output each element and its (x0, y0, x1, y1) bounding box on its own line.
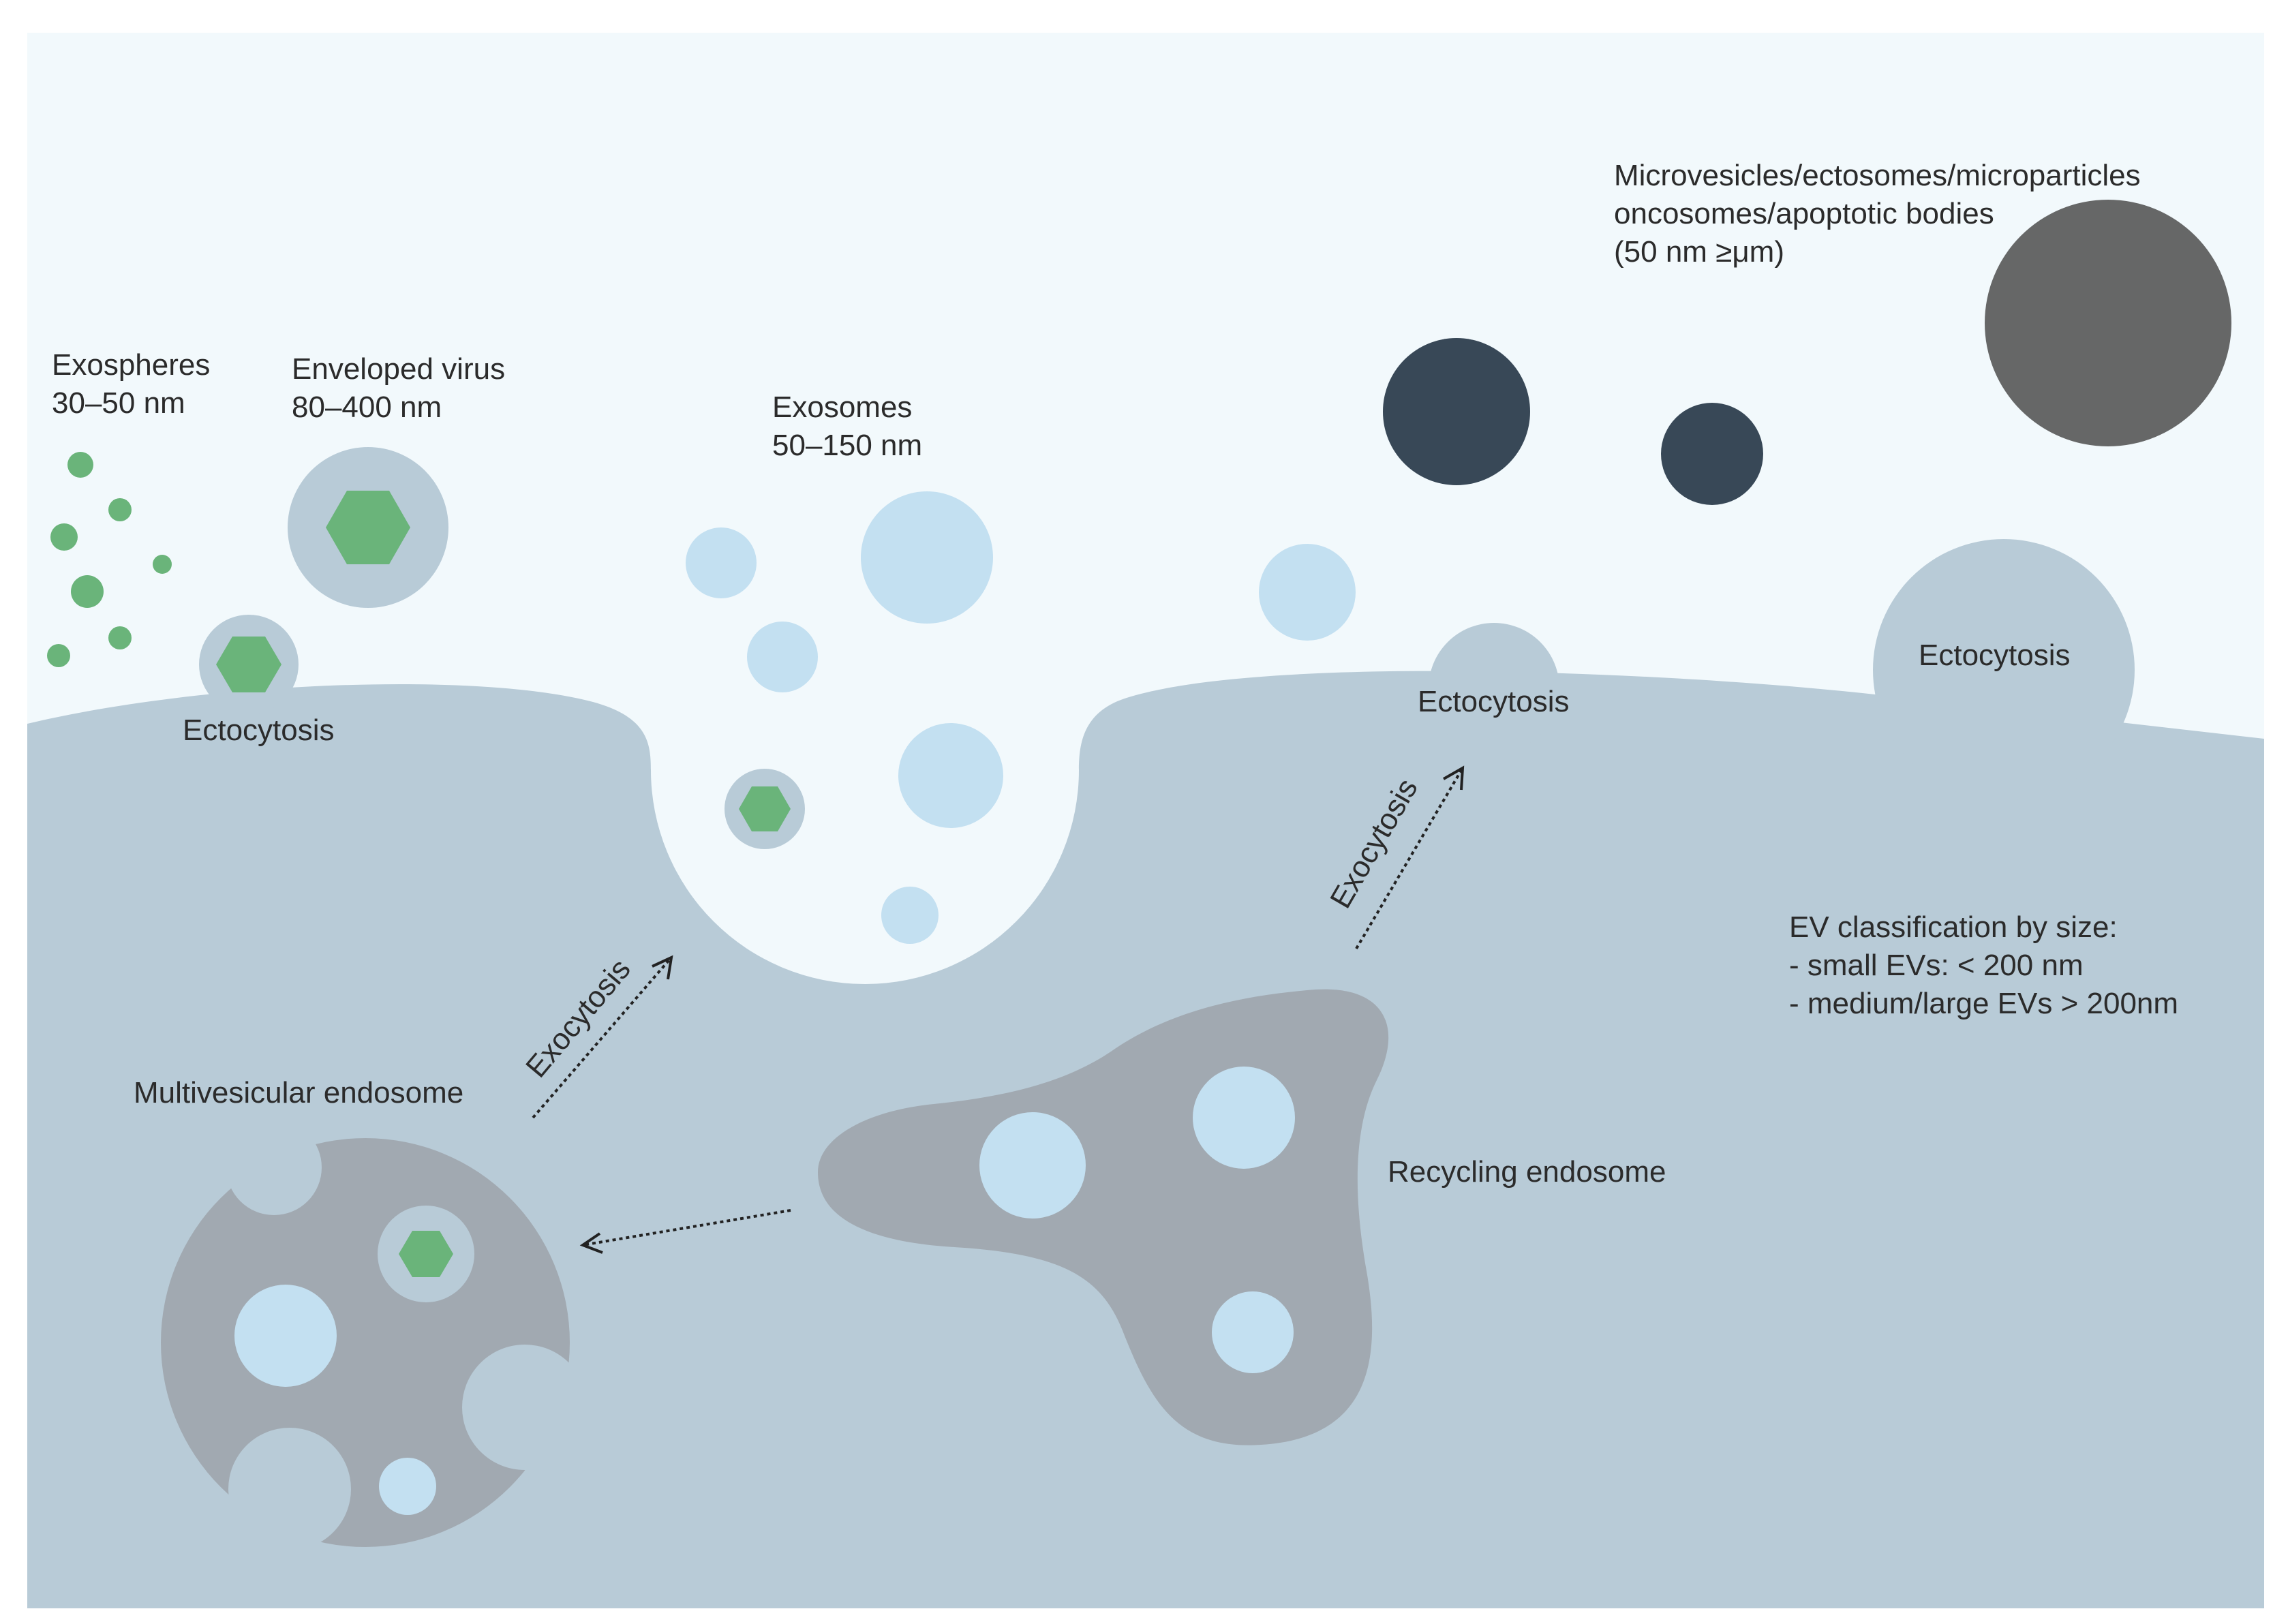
ectocytosis-label-left: Ectocytosis (183, 714, 335, 747)
mve-virus-capsid (399, 1231, 453, 1277)
intraluminal-vesicle (379, 1458, 436, 1515)
recycling-vesicle (979, 1112, 1086, 1219)
exosphere-particle (67, 452, 93, 478)
exosome (881, 887, 939, 944)
exosphere-particle (71, 575, 104, 608)
classification-title: EV classification by size: (1789, 910, 2118, 944)
ectocytosis-bud-mid (1429, 623, 1559, 754)
intraluminal-vesicle (234, 1285, 337, 1387)
exosphere-particle (153, 555, 172, 574)
exospheres-size-label: 30–50 nm (52, 386, 185, 420)
virus-capsid-bud (216, 637, 281, 692)
recycling-vesicle (1193, 1067, 1295, 1169)
recycling-to-mve-arrow (582, 1209, 791, 1246)
exosome (1259, 544, 1356, 641)
classification-large: - medium/large EVs > 200nm (1789, 987, 2178, 1020)
exosomes (686, 491, 1356, 944)
exocytosis-arrow-left (532, 956, 673, 1119)
ectocytosis-label-right: Ectocytosis (1919, 639, 2071, 672)
virus-size-label: 80–400 nm (292, 390, 442, 424)
enveloped-virus-capsid (326, 491, 410, 564)
microvesicle-large-dark (1383, 338, 1530, 485)
multivesicular-endosome (161, 1138, 570, 1547)
exosome (686, 527, 757, 598)
exosome (898, 723, 1003, 828)
exocytosis-arrow-right (1355, 767, 1464, 950)
microvesicle-small-dark (1661, 403, 1763, 505)
recycling-endosome-label: Recycling endosome (1388, 1155, 1666, 1189)
exosome (861, 491, 993, 624)
recycling-vesicle (1212, 1291, 1294, 1373)
arrows (532, 765, 1465, 1254)
exosphere-particle (108, 498, 132, 521)
microvesicles-label-line2: oncosomes/apoptotic bodies (1614, 197, 1994, 230)
exosphere-particle (108, 626, 132, 649)
exosomes-size-label: 50–150 nm (772, 429, 922, 462)
microvesicles-label-line3: (50 nm ≥μm) (1614, 235, 1784, 269)
classification-small: - small EVs: < 200 nm (1789, 949, 2084, 982)
exosome-virus-capsid (739, 786, 791, 831)
ectocytosis-label-mid: Ectocytosis (1418, 685, 1570, 718)
ectocytosis-bud-right (1873, 539, 2135, 801)
apoptotic-body (1985, 200, 2231, 446)
exospheres-name-label: Exospheres (52, 348, 210, 382)
exosome (747, 622, 818, 692)
recycling-to-mve-arrowhead (579, 1232, 603, 1254)
exocytosis-arrowhead-left (652, 955, 673, 980)
microvesicles-label-line1: Microvesicles/ectosomes/microparticles (1614, 159, 2141, 192)
exosphere-particle (47, 644, 70, 667)
exocytosis-arrowhead-right (1443, 765, 1465, 791)
virus-name-label: Enveloped virus (292, 352, 505, 386)
exosomes-name-label: Exosomes (772, 390, 912, 424)
exosphere-particle (50, 523, 78, 551)
exospheres (47, 452, 172, 667)
multivesicular-endosome-label: Multivesicular endosome (134, 1076, 463, 1109)
